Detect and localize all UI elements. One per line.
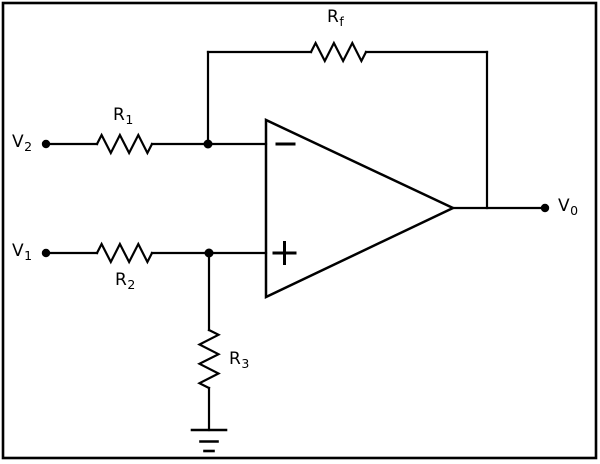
label-rf-sub: f [339,14,344,29]
label-r1-base: R [113,105,125,125]
label-v1-base: V [12,241,24,261]
label-v2-base: V [12,132,24,152]
label-rf-base: R [327,7,339,27]
label-v1: V1 [12,242,32,263]
resistor-rf-icon [309,40,368,64]
label-r1: R1 [113,106,133,127]
label-v0: V0 [558,197,578,218]
junction-dot-inverting [203,139,213,149]
opamp-triangle-icon [264,118,456,299]
resistor-r2-icon [95,241,154,265]
label-v1-sub: 1 [24,248,33,263]
plus-icon [272,241,297,265]
label-r2-base: R [115,270,127,290]
resistor-r1-icon [95,132,154,156]
junction-dot-noninverting [204,248,214,258]
label-rf: Rf [327,8,344,29]
resistor-r3-icon [197,328,221,390]
terminal-dot-v2 [41,139,51,149]
terminal-dot-v1 [41,248,51,258]
label-v0-sub: 0 [570,203,579,218]
label-v2-sub: 2 [24,139,33,154]
label-r2-sub: 2 [127,277,136,292]
label-r3-base: R [229,349,241,369]
label-r1-sub: 1 [125,112,134,127]
label-v2: V2 [12,133,32,154]
terminal-dot-v0 [540,203,550,213]
ground-icon [190,428,228,453]
label-r3: R3 [229,350,249,371]
label-r2: R2 [115,271,135,292]
label-v0-base: V [558,196,570,216]
label-r3-sub: 3 [241,356,250,371]
